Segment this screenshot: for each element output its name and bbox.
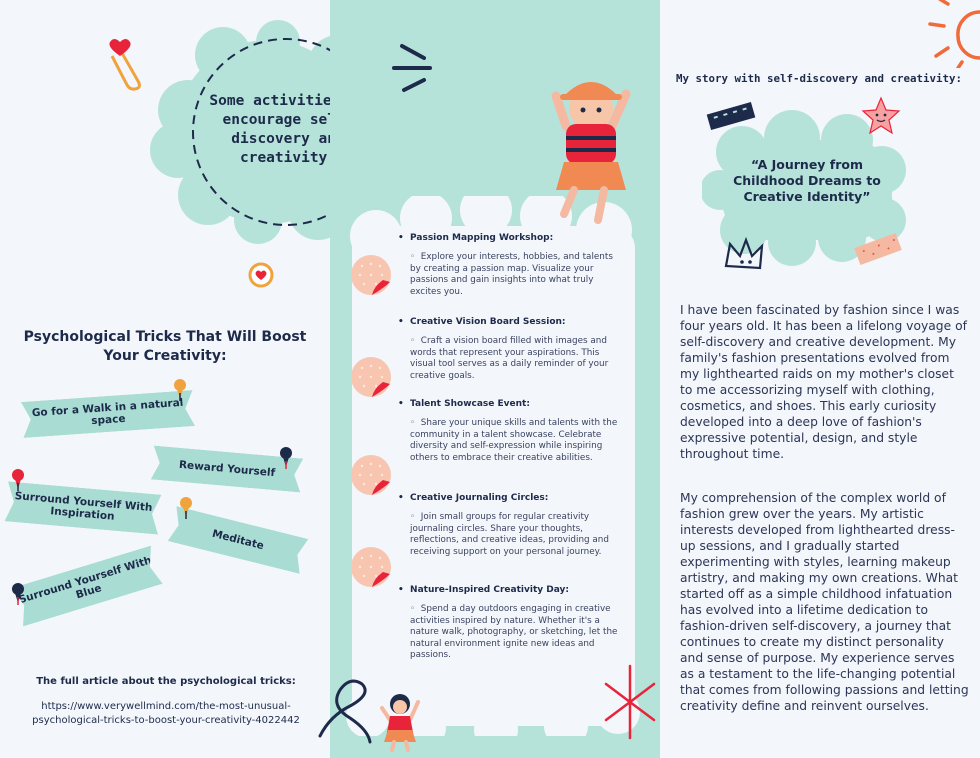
activities-card: [346, 196, 640, 736]
pin-icon: [280, 447, 292, 469]
tricks-title: Psychological Tricks That Will Boost You…: [23, 329, 307, 364]
activity-description: ◦ Explore your interests, hobbies, and t…: [410, 252, 613, 297]
intro-title: Some activities to encourage self-discov…: [209, 93, 367, 166]
paperclip-heart-icon: [109, 39, 141, 91]
child-illustration-icon: [551, 82, 631, 224]
dotted-circle-icon: [351, 357, 391, 397]
sparkle-icon: [604, 664, 656, 740]
pin-icon: [174, 379, 186, 401]
activity-description: ◦ Join small groups for regular creativi…: [410, 512, 609, 557]
activity-title: • Nature-Inspired Creativity Day:: [398, 585, 569, 595]
motion-lines-icon: [392, 44, 432, 92]
story-paragraph: I have been fascinated by fashion since …: [680, 303, 967, 461]
activity-title: • Creative Journaling Circles:: [398, 493, 549, 503]
heart-badge-icon: [248, 262, 274, 288]
dotted-circle-icon: [351, 547, 391, 587]
crown-icon: [724, 236, 764, 270]
pin-icon: [12, 583, 24, 605]
sun-icon: [928, 0, 980, 68]
star-face-icon: [861, 96, 901, 135]
activity-title: • Passion Mapping Workshop:: [398, 233, 554, 243]
girl-illustration-icon: [380, 694, 420, 752]
activity-title: • Creative Vision Board Session:: [398, 317, 566, 327]
article-title: The full article about the psychological…: [36, 676, 296, 687]
activity-description: ◦ Share your unique skills and talents w…: [410, 418, 618, 463]
story-quote: “A Journey from Childhood Dreams to Crea…: [733, 157, 881, 204]
activity-title: • Talent Showcase Event:: [398, 399, 530, 409]
dotted-circle-icon: [351, 455, 391, 495]
washi-tape-icon: [706, 101, 756, 131]
article-link[interactable]: https://www.verywellmind.com/the-most-un…: [32, 701, 300, 726]
activity-description: ◦ Craft a vision board filled with image…: [410, 336, 609, 381]
story-title: My story with self-discovery and creativ…: [676, 72, 963, 85]
washi-tape-icon: [854, 233, 902, 265]
story-paragraph: My comprehension of the complex world of…: [680, 491, 969, 713]
pin-icon: [180, 497, 192, 519]
pin-icon: [12, 469, 24, 491]
scribble-icon: [318, 679, 372, 744]
cloud-quote: [702, 110, 906, 266]
dotted-circle-icon: [351, 255, 391, 295]
activity-description: ◦ Spend a day outdoors engaging in creat…: [410, 604, 618, 660]
